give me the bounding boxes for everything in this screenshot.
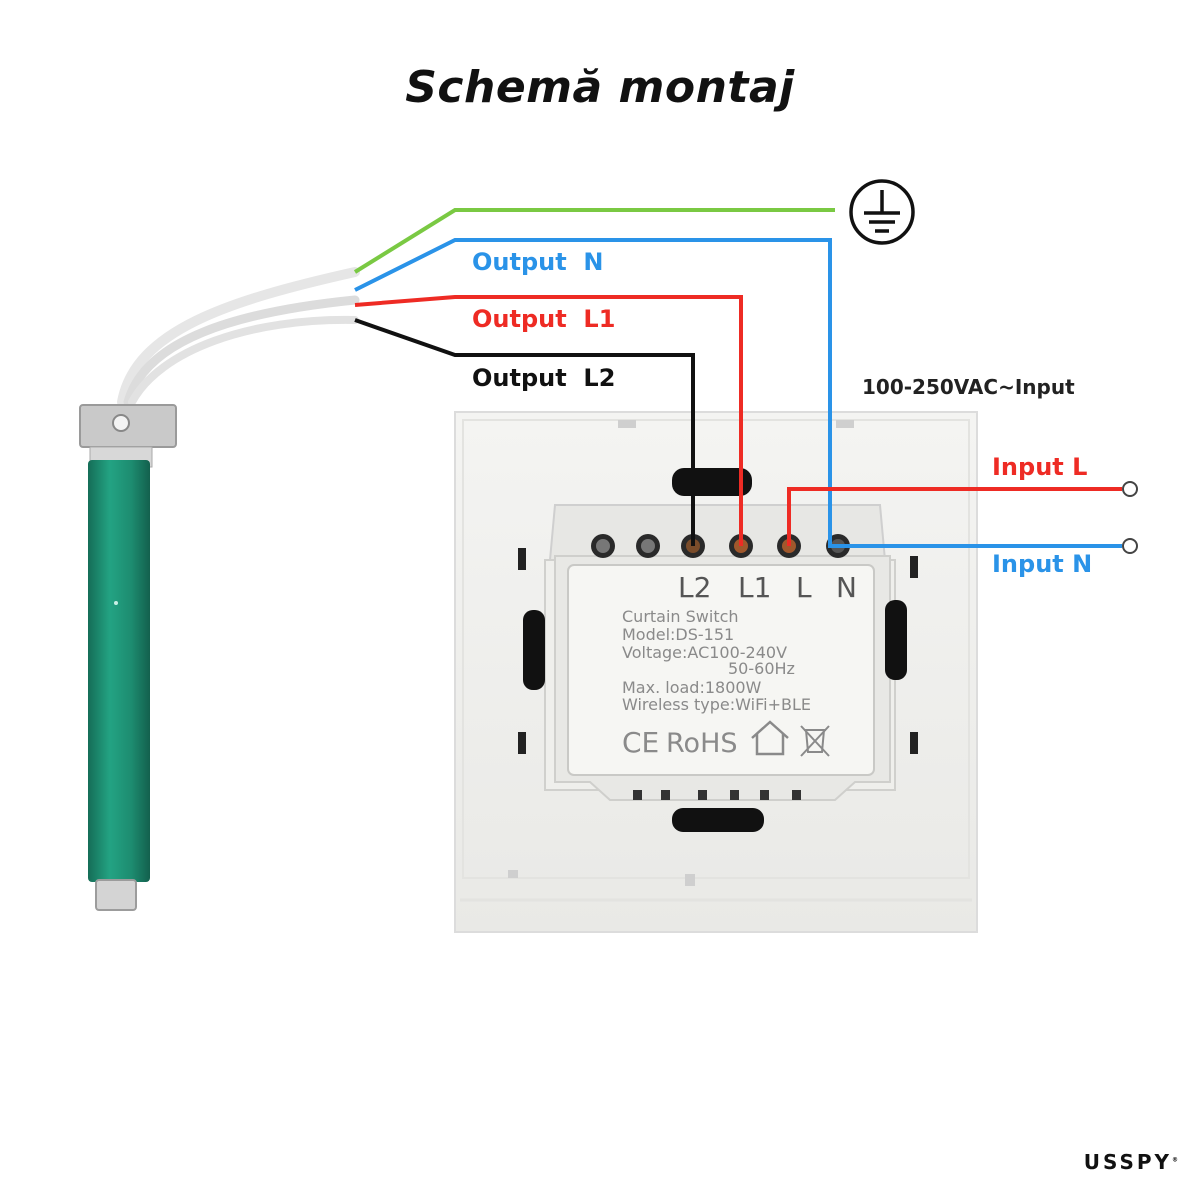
input-l-terminal: [1122, 481, 1138, 497]
weee-bin-icon: [800, 725, 830, 757]
label-model: Model:DS-151: [622, 625, 734, 644]
terminal-label-l1: L1: [738, 571, 771, 604]
input-n-terminal: [1122, 538, 1138, 554]
ce-mark: CE: [622, 726, 659, 759]
mounting-clip: [523, 610, 545, 690]
black-output-l2-wire: [354, 318, 695, 546]
input-n-label: Input N: [992, 550, 1092, 578]
wires: [353, 208, 1122, 548]
rohs-mark: RoHS: [666, 728, 738, 759]
label-product-name: Curtain Switch: [622, 607, 739, 626]
motor-end-cap: [95, 879, 137, 911]
label-voltage: Voltage:AC100-240V: [622, 643, 787, 662]
label-max-load: Max. load:1800W: [622, 678, 762, 697]
tubular-motor: [79, 267, 360, 911]
mounting-clip: [885, 600, 907, 680]
terminal-label-n: N: [836, 571, 857, 604]
motor-tube: [88, 460, 150, 882]
page-title: Schemă montaj: [405, 62, 795, 113]
terminal-label-l2: L2: [678, 571, 711, 604]
brand-name: USSPY: [1083, 1150, 1172, 1174]
output-l2-label: Output L2: [472, 364, 615, 392]
neutral-output-wire: [354, 238, 1122, 548]
earth-wire: [353, 208, 835, 274]
live-output-l1-wire: [354, 295, 743, 546]
output-l1-label: Output L1: [472, 305, 615, 333]
curtain-switch: L2 L1 L N Curtain Switch Model:DS-151 Vo…: [454, 411, 978, 933]
supply-voltage-label: 100-250VAC~Input: [862, 375, 1075, 399]
ground-icon: [849, 179, 915, 245]
brand-logo: USSPY®: [1084, 1150, 1178, 1174]
house-icon: [751, 720, 789, 756]
motor-cable: [117, 267, 360, 407]
mounting-clip: [672, 808, 764, 832]
input-l-label: Input L: [992, 453, 1087, 481]
terminal-label-l: L: [796, 571, 812, 604]
output-n-label: Output N: [472, 248, 604, 276]
product-label: [567, 564, 875, 776]
label-frequency: 50-60Hz: [728, 659, 795, 678]
live-input-wire: [787, 487, 1122, 546]
registered-mark: ®: [1172, 1156, 1178, 1164]
label-wireless: Wireless type:WiFi+BLE: [622, 695, 811, 714]
